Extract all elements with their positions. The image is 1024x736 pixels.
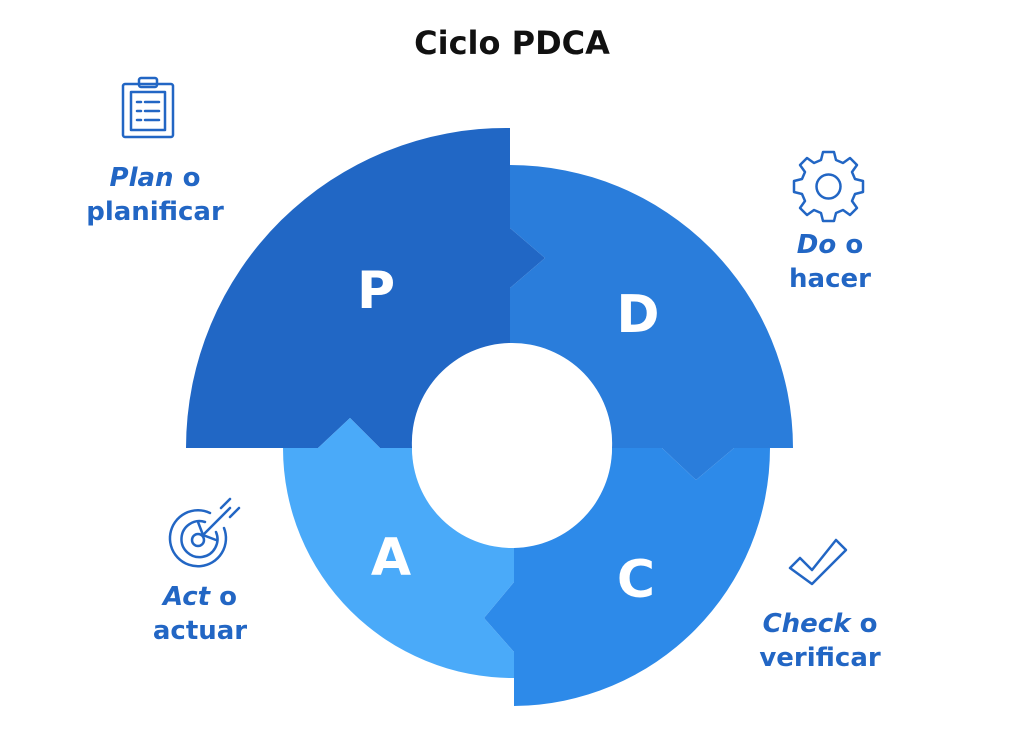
plan-meaning: planificar [86, 197, 224, 227]
do-segment [510, 165, 793, 480]
do-keyword: Do [796, 230, 837, 260]
check-letter: C [617, 550, 655, 610]
center-hole [412, 346, 612, 546]
act-letter: A [371, 528, 411, 588]
do-letter: D [616, 285, 659, 345]
act-connector: o [219, 582, 238, 612]
act-segment [283, 418, 514, 679]
check-connector: o [859, 609, 878, 639]
page-title: Ciclo PDCA [414, 24, 610, 62]
plan-keyword: Plan [109, 163, 174, 193]
target-arrow-icon [168, 497, 241, 568]
clipboard-icon [121, 76, 175, 139]
act-keyword: Act [162, 582, 211, 612]
check-keyword: Check [762, 609, 851, 639]
do-connector: o [845, 230, 864, 260]
do-meaning: hacer [789, 264, 871, 294]
act-meaning: actuar [152, 616, 248, 646]
plan-letter: P [357, 261, 395, 321]
check-caption: Check o verificar [700, 607, 940, 675]
check-segment [484, 448, 770, 706]
check-meaning: verificar [759, 643, 881, 673]
plan-connector: o [182, 163, 201, 193]
plan-caption: Plan o planificar [40, 161, 270, 229]
do-caption: Do o hacer [720, 228, 940, 296]
plan-segment [186, 127, 545, 448]
gear-icon [792, 150, 865, 223]
checkmark-icon [788, 538, 848, 586]
act-caption: Act o actuar [90, 580, 310, 648]
